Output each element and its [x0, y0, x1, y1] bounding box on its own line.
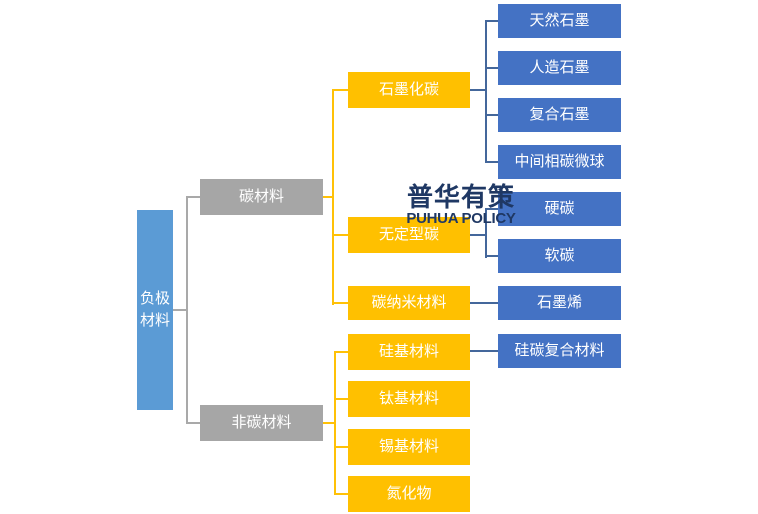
node-carbon-nano-materials: 碳纳米材料 [348, 286, 470, 320]
connector-line [186, 422, 200, 424]
node-graphene: 石墨烯 [498, 286, 621, 320]
node-artificial-graphite: 人造石墨 [498, 51, 621, 85]
node-composite-graphite: 复合石墨 [498, 98, 621, 132]
connector-line [485, 208, 487, 258]
node-hard-carbon: 硬碳 [498, 192, 621, 226]
connector-line [470, 302, 498, 304]
connector-line [186, 196, 200, 198]
connector-line [485, 255, 498, 257]
connector-line [334, 351, 348, 353]
connector-line [334, 493, 348, 495]
connector-line [485, 114, 498, 116]
connector-line [332, 302, 348, 304]
node-silicon-based-materials: 硅基材料 [348, 334, 470, 370]
node-natural-graphite: 天然石墨 [498, 4, 621, 38]
connector-line [322, 422, 336, 424]
connector-line [470, 350, 498, 352]
connector-line [334, 351, 336, 495]
connector-line [470, 89, 486, 91]
connector-line [485, 20, 498, 22]
connector-line [332, 234, 348, 236]
node-graphitized-carbon: 石墨化碳 [348, 72, 470, 108]
node-silicon-carbon-composite: 硅碳复合材料 [498, 334, 621, 368]
connector-line [485, 161, 498, 163]
node-soft-carbon: 软碳 [498, 239, 621, 273]
connector-line [334, 446, 348, 448]
connector-line [172, 309, 188, 311]
connector-line [334, 398, 348, 400]
node-titanium-based-materials: 钛基材料 [348, 381, 470, 417]
node-mesocarbon-microbeads: 中间相碳微球 [498, 145, 621, 179]
connector-line [470, 234, 486, 236]
connector-line [485, 67, 498, 69]
node-anode-materials: 负极材料 [137, 210, 173, 410]
node-nitrides: 氮化物 [348, 476, 470, 512]
connector-line [186, 196, 188, 424]
connector-line [485, 208, 498, 210]
connector-line [322, 196, 334, 198]
node-amorphous-carbon: 无定型碳 [348, 217, 470, 253]
node-non-carbon-materials: 非碳材料 [200, 405, 323, 441]
connector-line [485, 20, 487, 163]
connector-line [332, 89, 334, 305]
node-carbon-materials: 碳材料 [200, 179, 323, 215]
node-tin-based-materials: 锡基材料 [348, 429, 470, 465]
connector-line [332, 89, 348, 91]
